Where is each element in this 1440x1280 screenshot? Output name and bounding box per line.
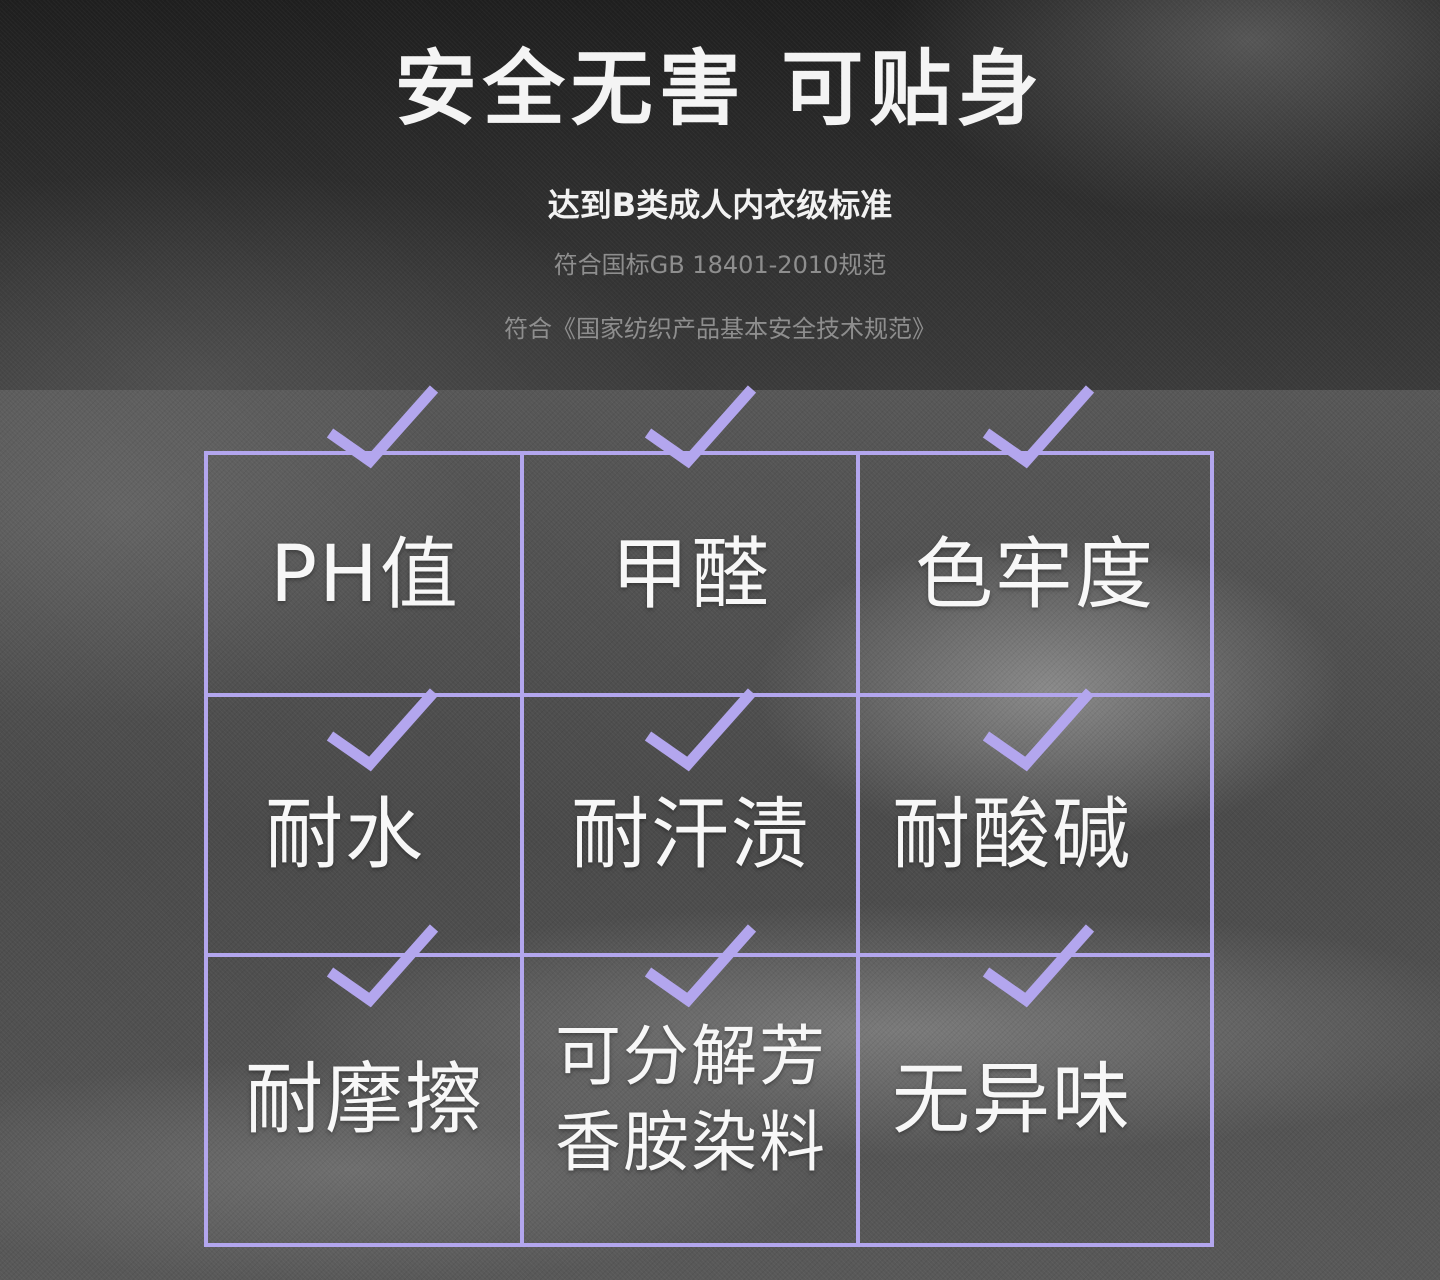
- cell-label-sweat-resistance: 耐汗渍: [570, 790, 811, 880]
- check-icon: [326, 924, 439, 1008]
- grid-cell: 甲醛: [526, 470, 856, 680]
- page-title: 安全无害 可贴身: [394, 42, 1046, 137]
- cell-label-water-resistance: 耐水: [264, 790, 425, 880]
- grid-cell: 色牢度: [862, 470, 1208, 680]
- grid-cell: 无异味: [862, 1000, 1162, 1200]
- grid-cell: 耐摩擦: [210, 1000, 520, 1200]
- check-icon: [982, 385, 1095, 469]
- cell-label-azo-dyes-line-2: 香胺染料: [555, 1104, 827, 1181]
- grid-cell: 耐水: [210, 735, 480, 935]
- page-subtitle: 达到B类成人内衣级标准: [547, 186, 893, 224]
- cell-label-formaldehyde: 甲醛: [610, 530, 771, 620]
- fabric-background: [0, 390, 1440, 1280]
- cell-label-color-fastness: 色牢度: [914, 530, 1155, 620]
- check-icon: [326, 385, 439, 469]
- cell-label-ph: PH值: [270, 530, 460, 620]
- grid-outline: [204, 451, 1214, 1247]
- cell-label-acid-alkali-resistance: 耐酸碱: [891, 790, 1132, 880]
- check-icon: [644, 385, 757, 469]
- check-icon: [644, 924, 757, 1008]
- check-icon: [982, 688, 1095, 772]
- cell-label-azo-dyes-line-1: 可分解芳: [555, 1018, 827, 1095]
- check-icon: [326, 688, 439, 772]
- cell-label-odorless: 无异味: [891, 1055, 1132, 1145]
- standard-note-safety: 符合《国家纺织产品基本安全技术规范》: [504, 315, 936, 343]
- grid-cell: 耐汗渍: [526, 735, 856, 935]
- grid-cell: 耐酸碱: [862, 735, 1162, 935]
- check-icon: [644, 688, 757, 772]
- grid-cell: 可分解芳 香胺染料: [526, 1000, 856, 1200]
- header-banner: [0, 0, 1440, 390]
- cell-label-abrasion-resistance: 耐摩擦: [244, 1055, 485, 1145]
- standard-note-gb: 符合国标GB 18401-2010规范: [553, 251, 887, 279]
- check-icon: [982, 924, 1095, 1008]
- grid-cell: PH值: [210, 470, 520, 680]
